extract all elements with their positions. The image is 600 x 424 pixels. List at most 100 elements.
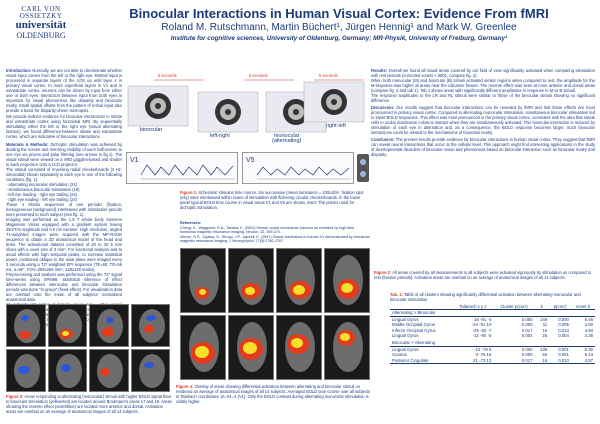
methods-list-item: - alternating monocular stimulation (24) [6, 182, 77, 187]
poster-affiliation: Institute for cognitive sciences, Univer… [170, 35, 508, 42]
figure-2-caption: Figure 2: All areas covered by all measu… [374, 270, 594, 280]
figure-2-label: Figure 2: [374, 270, 392, 275]
table-1-grid: Talairach x y z Cluster p(corr) k p(corr… [390, 304, 595, 364]
methods-paragraph: Materials & Methods: Dichoptic stimulati… [6, 142, 122, 167]
table-cell: 0.004 [521, 333, 533, 339]
svg-text:V5: V5 [246, 157, 255, 164]
conclusion-heading: Conclusion: [371, 137, 395, 142]
figure-4-caption: Figure 4: Overlay of areas showing diffe… [176, 384, 372, 404]
table-cell: 0.010 [558, 357, 569, 363]
brain-slice [6, 304, 46, 347]
table-row: Middle Occipital Gyrus -34 -91 10 0.000 … [390, 322, 595, 327]
table-header-row: Talairach x y z Cluster p(corr) k p(corr… [390, 304, 595, 310]
table-cell: 0.017 [521, 327, 533, 333]
table-cell: 0.000 [521, 352, 533, 358]
reference-1: Cheng, K., Waggoner, R.A., Tanaka, K. (2… [180, 225, 355, 235]
table-cell: 0.005 [558, 322, 569, 328]
table-row: Posterior Cingulate 21 -73 13 0.017 16 0… [390, 358, 595, 364]
figure-1-caption: Figure 1: Schematic stimulus time course… [180, 190, 370, 210]
table-cell: -12 -79 6 [474, 346, 492, 352]
label-monocular: monocular (alternating) [272, 133, 301, 144]
label-left-right: left-right [210, 133, 230, 139]
brain-slice [6, 349, 46, 392]
brain-slice [228, 315, 274, 380]
table-cell: 0.001 [558, 352, 569, 358]
references: References: Cheng, K., Waggoner, R.A., T… [180, 221, 370, 244]
table-cell: 4.87 [584, 357, 593, 363]
table-1-title: Tab. 1: Table of all clusters showing si… [390, 292, 595, 302]
table-cell: 0.017 [521, 357, 533, 363]
table-cell: 0.000 [521, 322, 533, 328]
stimulus-timeline-svg [127, 79, 365, 133]
methods-list-item: - left eye leading - right eye trailing … [6, 192, 77, 197]
table-cell: 26 [542, 333, 548, 339]
methods-text-2: The stimuli consisted of reversing radia… [6, 167, 122, 182]
bold-v5-svg: V5 [246, 157, 351, 180]
table-cell: 0.000 [521, 316, 533, 322]
discussion-text: Our results suggest that binocular inter… [371, 105, 595, 135]
time-label-3: 5 seconds [319, 73, 338, 78]
table-cell: 5.30 [584, 346, 593, 352]
table-col-header: Cluster p(corr) [500, 304, 528, 309]
table-cell: 4.38 [584, 333, 593, 339]
brain-slice [276, 248, 322, 313]
time-label-2: 5 seconds [249, 73, 268, 78]
svg-text:V1: V1 [130, 157, 139, 164]
discussion-heading: Discussion: [371, 105, 395, 110]
table-cell: Posterior Cingulate [392, 357, 429, 363]
table-col-header: p(corr) [553, 304, 567, 309]
left-column: Introduction: Normally, we are not able … [6, 68, 122, 327]
logo-line-3: universität [15, 19, 67, 31]
brain-slice [130, 304, 170, 347]
figure-1-label: Figure 1: [180, 190, 198, 195]
prism-goggles-svg [357, 154, 369, 182]
table-row: Lingual Gyrus -12 -79 6 0.000 136 0.001 … [390, 346, 595, 352]
brain-slice [89, 349, 129, 392]
brain-slice [47, 349, 87, 392]
table-group-row: Binocular > Alternating [390, 338, 595, 347]
table-row: Lingual Gyrus -12 -94 -5 0.004 26 0.004 … [390, 333, 595, 338]
label-right-left: right-left [326, 123, 346, 129]
conclusion-text: The present results provide evidence for… [371, 137, 595, 157]
table-cell: 16 -91 -4 [474, 316, 492, 322]
methods-text-5: Preprocessing and analysis was performed… [6, 272, 122, 302]
brain-slice [89, 304, 129, 347]
figure-3-caption-text: Areas responding to alternating (monocul… [6, 394, 172, 414]
table-cell: 84 [542, 352, 548, 358]
figure-2-caption-text: All areas covered by all measurements in… [374, 270, 592, 280]
brain-slice [180, 315, 226, 380]
results-text-3: The response amplitudes to the LR and RL… [371, 93, 595, 103]
table-cell: -12 -94 -5 [472, 333, 492, 339]
figure-2-brain-slices [180, 248, 370, 380]
logo-line-1: CARL VON [21, 5, 61, 13]
table-col-header: Talairach x y z [459, 304, 487, 309]
logo-line-2: OSSIETZKY [19, 12, 63, 20]
table-1-label: Tab. 1: [390, 292, 403, 297]
figure-4-label: Figure 4: [176, 384, 194, 389]
poster-title: Binocular Interactions in Human Visual C… [129, 6, 549, 21]
brain-slice [324, 315, 370, 380]
table-cell: 4.60 [584, 322, 593, 328]
table-1: Tab. 1: Table of all clusters showing si… [390, 292, 595, 364]
reference-2: Menon, R.S., Ogawa, S., Strupp, J.P., Ug… [180, 234, 370, 244]
table-cell: 0.000 [521, 346, 533, 352]
table-cell: 16 [542, 357, 548, 363]
methods-heading: Materials & Methods: [6, 142, 49, 147]
table-cell: 0.004 [558, 333, 569, 339]
right-column: Results: Overall we found all visual are… [371, 68, 595, 268]
table-cell: Inferior Occipital Gyrus [392, 327, 436, 333]
bold-v1-svg: V1 [130, 157, 235, 180]
figure-1-caption-text: Schematic stimulus time course. Six succ… [180, 190, 364, 210]
results-paragraph: Results: Overall we found all visual are… [371, 68, 595, 78]
results-heading: Results: [371, 68, 388, 73]
table-cell: Lingual Gyrus [392, 316, 419, 322]
poster-authors: Roland M. Rutschmann, Martin Büchert¹, J… [161, 22, 517, 33]
table-cell: 4.60 [584, 327, 593, 333]
table-col-header: k [540, 304, 543, 309]
brain-slice [47, 304, 87, 347]
figure-3-brain-slices [6, 304, 170, 392]
table-cell: Lingual Gyrus [392, 346, 419, 352]
label-monocular-text: monocular [273, 133, 300, 139]
brain-slice [180, 248, 226, 313]
table-group-row: Alternating > Binocular [390, 309, 595, 317]
